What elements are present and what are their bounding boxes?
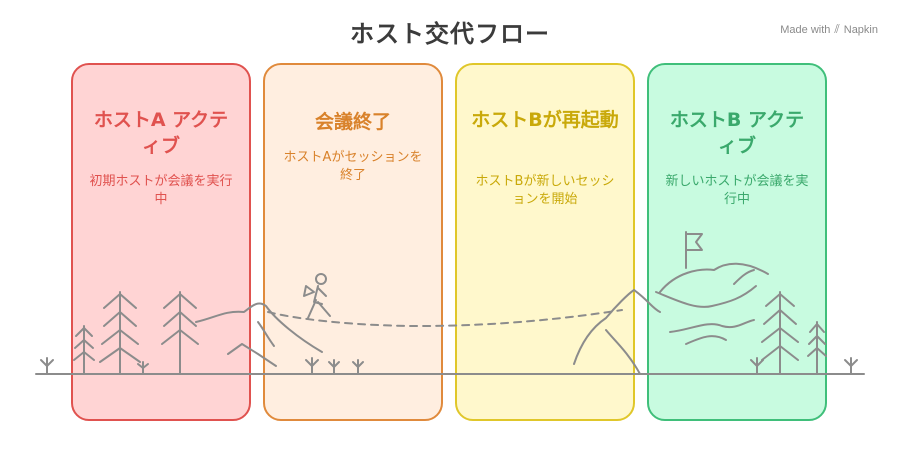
brand-label: Made with ⫽ Napkin [780, 22, 878, 37]
step-title: ホストB アクティブ [669, 109, 805, 157]
step-description: ホストAがセッションを終了 [283, 150, 423, 183]
step-description: 新しいホストが会議を実行中 [665, 174, 809, 207]
step-title: 会議終了 [314, 111, 391, 133]
step-card-host-b-restart: ホストBが再起動 ホストBが新しいセッションを開始 [455, 63, 635, 421]
step-description: 初期ホストが会議を実行中 [89, 174, 233, 207]
step-description: ホストBが新しいセッションを開始 [475, 174, 615, 207]
napkin-logo-icon: ⫽ [834, 22, 840, 36]
step-card-host-a-active: ホストA アクティブ 初期ホストが会議を実行中 [71, 63, 251, 421]
page-title: ホスト交代フロー [350, 20, 550, 48]
step-title: ホストBが再起動 [471, 109, 619, 131]
step-title: ホストA アクティブ [93, 109, 229, 157]
brand-name: Napkin [843, 23, 878, 36]
step-card-meeting-end: 会議終了 ホストAがセッションを終了 [263, 63, 443, 421]
brand-made-with: Made with [780, 23, 831, 36]
step-card-host-b-active: ホストB アクティブ 新しいホストが会議を実行中 [647, 63, 827, 421]
